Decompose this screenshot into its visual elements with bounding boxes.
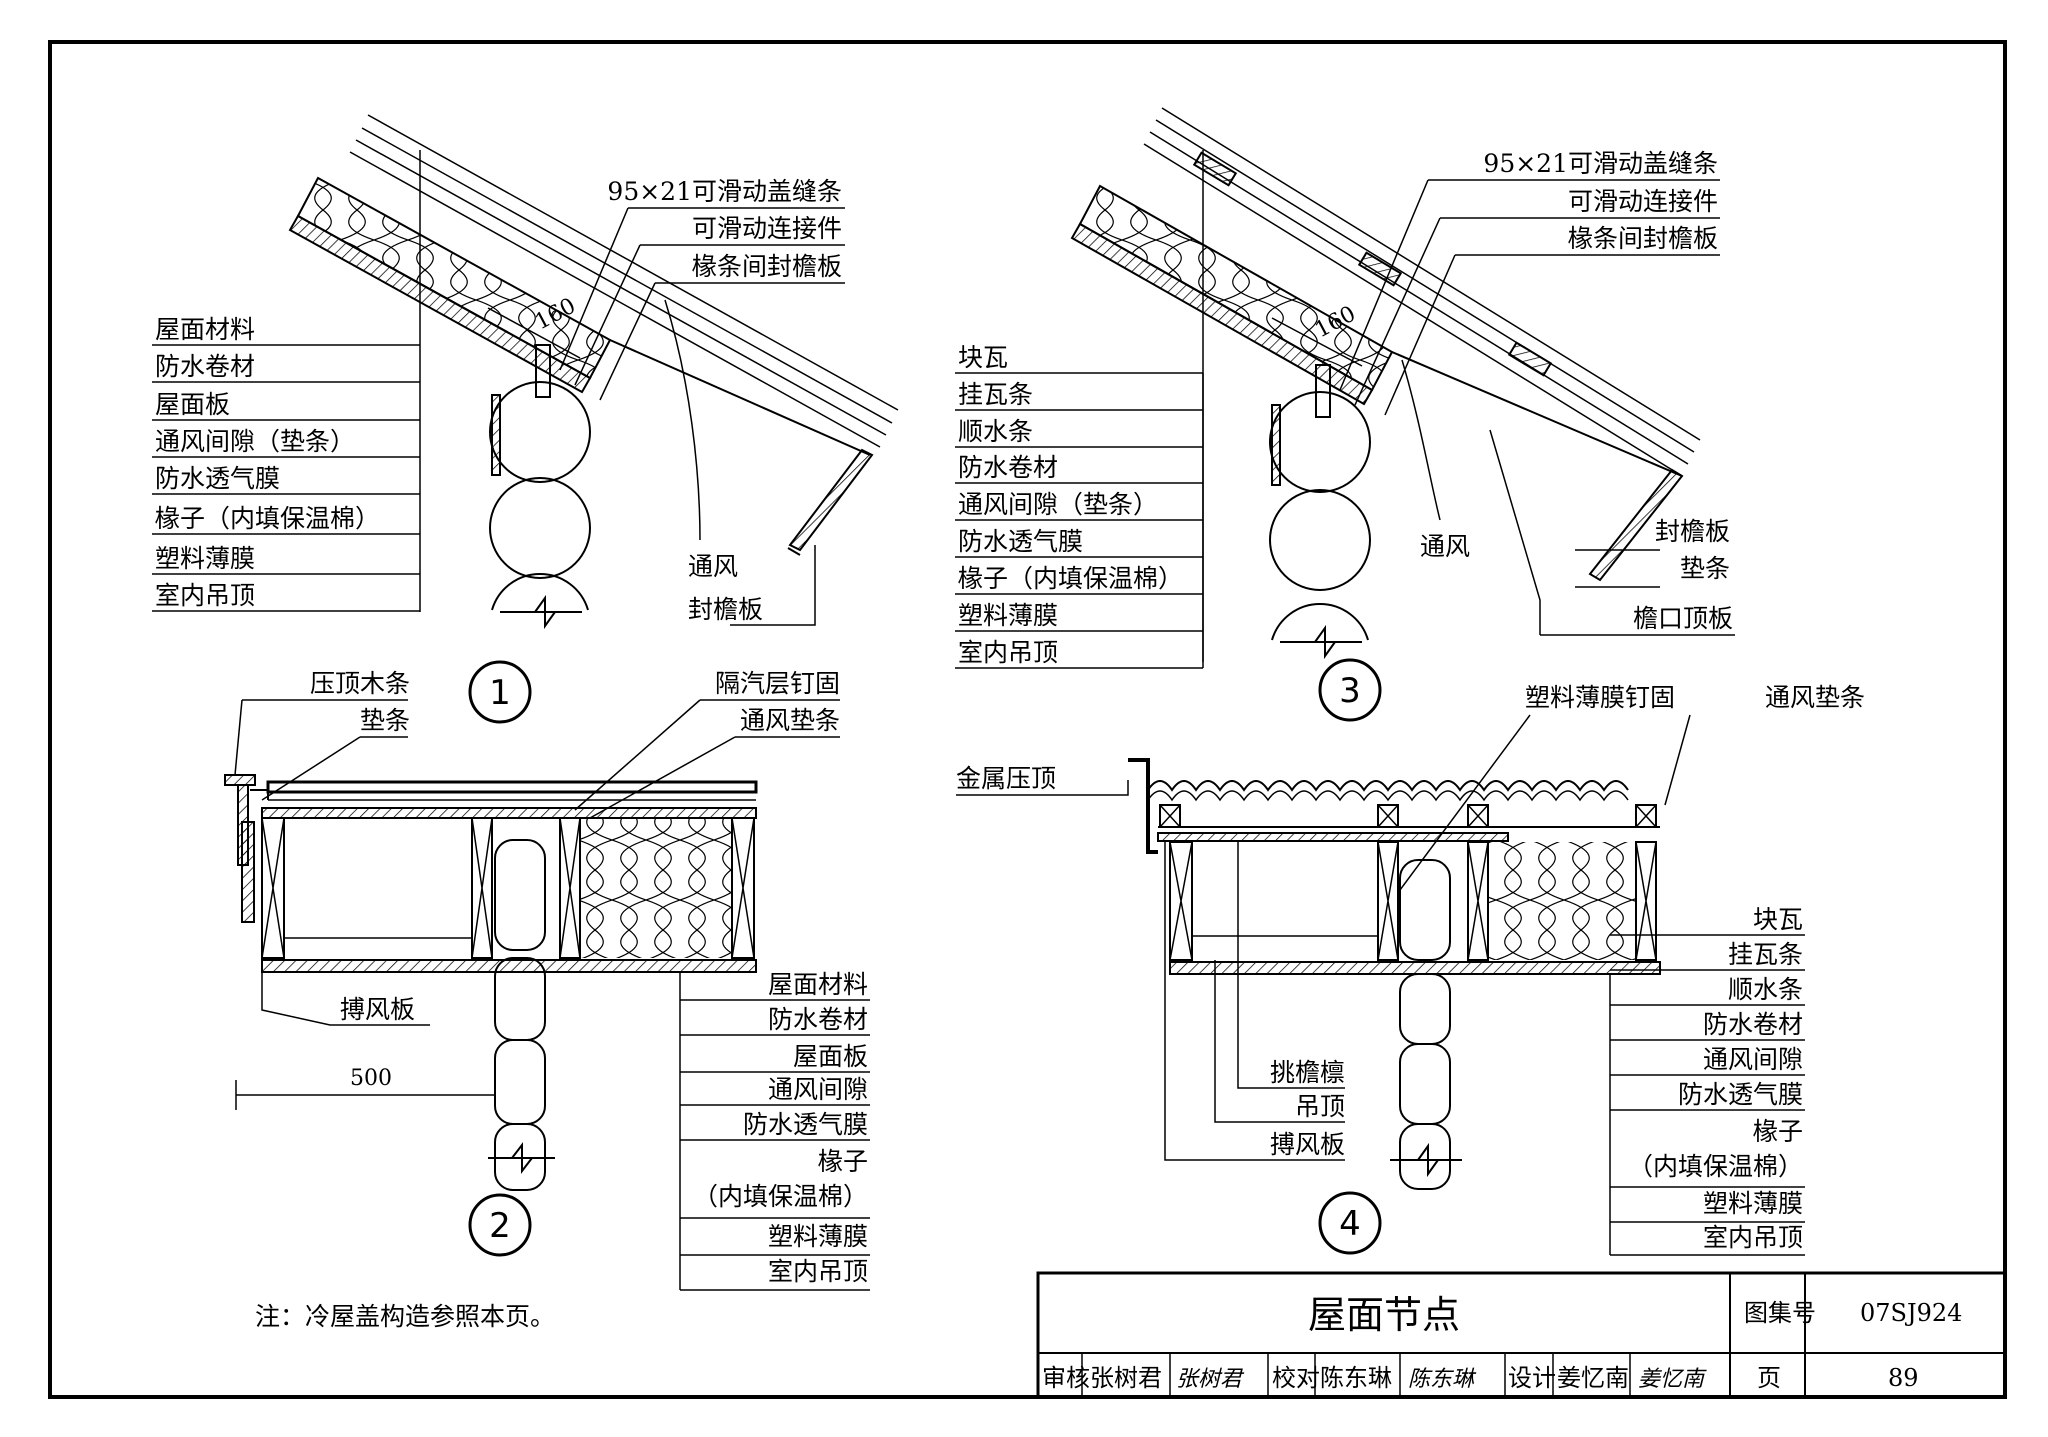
detail-2-layer-7: （内填保温棉） [693, 1182, 868, 1211]
detail-2-strip-label: 垫条 [360, 706, 410, 735]
detail-3-drawing: 160 [955, 107, 1735, 669]
detail-3-number-circle: 3 [1318, 658, 1382, 722]
title-block [1036, 1271, 2007, 1399]
detail-4-vent-strip-label: 通风垫条 [1765, 683, 1865, 712]
detail-1-layer-7: 塑料薄膜 [155, 544, 255, 573]
detail-3-layer-8: 塑料薄膜 [958, 601, 1058, 630]
detail-3-callout-2: 可滑动连接件 [1568, 187, 1718, 216]
detail-4-drawing [956, 714, 1805, 1256]
detail-4-number-circle: 4 [1318, 1191, 1382, 1255]
reviewer-signature: 张树君 [1176, 1367, 1245, 1392]
detail-4-barge-label: 搏风板 [1270, 1130, 1345, 1159]
detail-4-layer-9: 塑料薄膜 [1703, 1189, 1803, 1218]
detail-4-layer-2: 挂瓦条 [1728, 940, 1803, 969]
detail-4-layer-3: 顺水条 [1728, 975, 1803, 1004]
check-label: 校对 [1272, 1364, 1320, 1392]
detail-1-layer-5: 防水透气膜 [155, 464, 280, 493]
detail-3-callout-1: 95×21可滑动盖缝条 [1483, 149, 1718, 178]
detail-4-layer-10: 室内吊顶 [1703, 1223, 1803, 1252]
detail-1-layer-3: 屋面板 [155, 390, 230, 419]
detail-4-number: 4 [1339, 1204, 1361, 1244]
detail-4-purlin-label: 挑檐檩 [1270, 1058, 1345, 1087]
page-number: 89 [1888, 1364, 1919, 1392]
detail-2-layer-5: 防水透气膜 [743, 1110, 868, 1139]
detail-3-layer-3: 顺水条 [958, 417, 1033, 446]
detail-3-soffit-label: 檐口顶板 [1633, 604, 1733, 633]
detail-2-drawing [224, 699, 870, 1291]
detail-3-vent-label: 通风 [1420, 532, 1470, 561]
detail-1-callout-3: 椽条间封檐板 [692, 252, 842, 281]
checker-name: 陈东琳 [1320, 1364, 1392, 1392]
detail-2-dimension: 500 [350, 1066, 392, 1091]
detail-3-number: 3 [1339, 671, 1361, 711]
design-label: 设计 [1508, 1364, 1556, 1392]
detail-1-vent-label: 通风 [688, 552, 738, 581]
detail-1-callout-2: 可滑动连接件 [692, 214, 842, 243]
detail-3-strip-label: 垫条 [1680, 554, 1730, 583]
detail-1-layer-8: 室内吊顶 [155, 581, 255, 610]
detail-3-layer-2: 挂瓦条 [958, 380, 1033, 409]
detail-1-layer-1: 屋面材料 [155, 315, 255, 344]
detail-3-callout-3: 椽条间封檐板 [1568, 224, 1718, 253]
detail-2-cap-strip-label: 压顶木条 [310, 669, 410, 698]
detail-4-layer-4: 防水卷材 [1703, 1010, 1803, 1039]
detail-4-layer-8: （内填保温棉） [1628, 1152, 1803, 1181]
detail-3-layer-5: 通风间隙（垫条） [958, 490, 1158, 519]
designer-signature: 姜忆南 [1638, 1367, 1707, 1392]
detail-1-number: 1 [489, 673, 511, 713]
detail-4-layer-6: 防水透气膜 [1678, 1080, 1803, 1109]
checker-signature: 陈东琳 [1408, 1367, 1477, 1392]
detail-3-layer-1: 块瓦 [958, 343, 1008, 372]
detail-1-layer-2: 防水卷材 [155, 352, 255, 381]
detail-2-layer-1: 屋面材料 [768, 970, 868, 999]
detail-1-layer-6: 椽子（内填保温棉） [155, 504, 380, 533]
detail-2-layer-3: 屋面板 [793, 1042, 868, 1071]
detail-2-layer-6: 椽子 [818, 1147, 868, 1176]
detail-3-layer-4: 防水卷材 [958, 453, 1058, 482]
reviewer-name: 张树君 [1090, 1364, 1162, 1392]
detail-2-layer-2: 防水卷材 [768, 1005, 868, 1034]
detail-4-layer-7: 椽子 [1753, 1117, 1803, 1146]
detail-2-number-circle: 2 [468, 1193, 532, 1257]
atlas-number: 07SJ924 [1860, 1299, 1962, 1327]
detail-3-fascia-label: 封檐板 [1655, 517, 1730, 546]
detail-2-vent-strip-label: 通风垫条 [740, 706, 840, 735]
detail-2-barge-label: 搏风板 [340, 995, 415, 1024]
drawing-title: 屋面节点 [1308, 1293, 1460, 1337]
detail-4-film-nail-label: 塑料薄膜钉固 [1525, 683, 1675, 712]
detail-1-layer-4: 通风间隙（垫条） [155, 427, 355, 456]
detail-1-fascia-label: 封檐板 [688, 595, 763, 624]
detail-2-layer-4: 通风间隙 [768, 1075, 868, 1104]
designer-name: 姜忆南 [1557, 1364, 1629, 1392]
atlas-label: 图集号 [1744, 1299, 1816, 1327]
detail-2-vapor-label: 隔汽层钉固 [715, 669, 840, 698]
detail-4-layer-1: 块瓦 [1753, 905, 1803, 934]
note-text: 注：冷屋盖构造参照本页。 [255, 1302, 555, 1331]
detail-2-layer-8: 塑料薄膜 [768, 1222, 868, 1251]
detail-3-layer-6: 防水透气膜 [958, 527, 1083, 556]
detail-4-ceiling-label: 吊顶 [1295, 1092, 1345, 1121]
detail-1-number-circle: 1 [468, 660, 532, 724]
detail-1-drawing: 160 [152, 114, 899, 630]
detail-3-layer-9: 室内吊顶 [958, 638, 1058, 667]
detail-4-metal-cap-label: 金属压顶 [956, 764, 1056, 793]
review-label: 审核 [1042, 1364, 1090, 1392]
detail-1-callout-1: 95×21可滑动盖缝条 [607, 177, 842, 206]
detail-2-layer-9: 室内吊顶 [768, 1257, 868, 1286]
sheet-border [48, 40, 2007, 1399]
detail-2-number: 2 [489, 1206, 511, 1246]
detail-4-layer-5: 通风间隙 [1703, 1045, 1803, 1074]
detail-3-layer-7: 椽子（内填保温棉） [958, 564, 1183, 593]
page-label: 页 [1757, 1364, 1781, 1392]
